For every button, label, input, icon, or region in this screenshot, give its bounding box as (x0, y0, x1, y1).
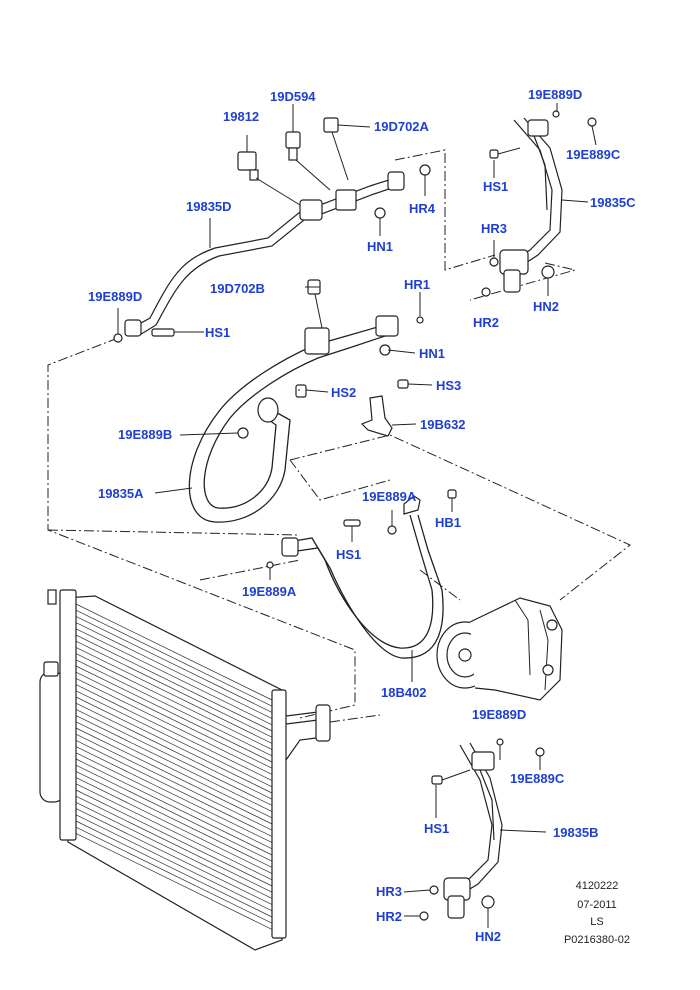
condenser-fin (75, 820, 273, 918)
condenser-fin (75, 709, 273, 806)
condenser-fin (75, 783, 273, 881)
condenser-fin (75, 764, 273, 862)
condenser-fin (75, 702, 273, 800)
condenser-fin (75, 727, 273, 825)
condenser-fin (75, 609, 273, 707)
footer-initials: LS (590, 916, 604, 928)
condenser-fin (75, 647, 273, 744)
label-19E889D-left: 19E889D (88, 289, 143, 304)
condenser-fin (75, 802, 273, 899)
sensor-19812 (237, 135, 301, 206)
label-18B402: 18B402 (381, 685, 427, 700)
valve-cap-19D702A (323, 117, 371, 181)
label-HR2-bottom-right: HR2 (376, 909, 403, 924)
discharge-hose-19835A (154, 279, 424, 523)
label-HR2-top-right: HR2 (473, 315, 500, 330)
condenser-fin (75, 634, 273, 732)
footer-reference: P0216380-02 (563, 934, 631, 946)
suction-pipe-19835D (124, 171, 405, 337)
condenser-fin (75, 758, 273, 856)
condenser-fin (75, 740, 273, 837)
label-19835D: 19835D (186, 199, 232, 214)
condenser-fin (75, 696, 273, 794)
leader-lines (292, 103, 597, 391)
label-HS3: HS3 (436, 378, 462, 393)
compressor (436, 597, 563, 701)
condenser-fin (75, 653, 273, 750)
condenser (39, 589, 331, 951)
bracket-19B632 (360, 379, 433, 437)
condenser-fin (75, 616, 273, 713)
condenser-fin (75, 678, 273, 775)
condenser-fin (75, 721, 273, 819)
label-19E889C-bottom-right: 19E889C (510, 771, 565, 786)
condenser-fin (75, 746, 273, 843)
label-HS1-top-right: HS1 (483, 179, 509, 194)
label-19E889A-top: 19E889A (362, 489, 417, 504)
footer-code: 4120222 (575, 880, 619, 892)
label-19812: 19812 (223, 109, 260, 124)
label-19E889B: 19E889B (118, 427, 173, 442)
label-HS1-bottom-right: HS1 (424, 821, 450, 836)
label-19E889D-bottom-right: 19E889D (472, 707, 527, 722)
pressure-switch-19D594 (285, 131, 331, 191)
label-HN1-top: HN1 (367, 239, 394, 254)
condenser-fin (75, 659, 273, 757)
condenser-fin (75, 752, 273, 850)
condenser-fin (75, 603, 273, 701)
label-19D702B: 19D702B (210, 281, 265, 296)
label-HN2-top-right: HN2 (533, 299, 560, 314)
condenser-fin (75, 814, 273, 912)
label-HN1-mid: HN1 (419, 346, 446, 361)
condenser-fin (75, 808, 273, 905)
condenser-fin (75, 833, 273, 930)
label-19835B: 19835B (553, 825, 599, 840)
label-19B632: 19B632 (420, 417, 466, 432)
condenser-fin (75, 826, 273, 924)
condenser-fin (75, 622, 273, 719)
label-HR4: HR4 (409, 201, 436, 216)
pipe-19835C (481, 110, 597, 297)
label-19835C: 19835C (590, 195, 636, 210)
label-HR1: HR1 (404, 277, 431, 292)
label-HS1-left: HS1 (205, 325, 231, 340)
condenser-fin (75, 684, 273, 781)
label-19D594: 19D594 (270, 89, 316, 104)
condenser-fin (75, 733, 273, 831)
label-HR3-bottom-right: HR3 (376, 884, 403, 899)
condenser-fin (75, 671, 273, 769)
fasteners-top-left (113, 164, 431, 343)
condenser-fin (75, 715, 273, 812)
condenser-fin (75, 640, 273, 738)
pipe-19835B (403, 738, 547, 928)
condenser-fin (75, 628, 273, 726)
label-19D702A: 19D702A (374, 119, 429, 134)
label-HS1-mid: HS1 (336, 547, 362, 562)
condenser-fin (75, 771, 273, 868)
footer-date: 07-2011 (577, 899, 617, 911)
hose-18B402 (266, 489, 457, 682)
condenser-fin (75, 690, 273, 788)
condenser-fin (75, 795, 273, 893)
label-HB1: HB1 (435, 515, 462, 530)
condenser-fin (75, 665, 273, 763)
label-HR3-top-right: HR3 (481, 221, 508, 236)
label-19835A: 19835A (98, 486, 144, 501)
label-19E889D-top-right: 19E889D (528, 87, 583, 102)
label-HS2: HS2 (331, 385, 357, 400)
label-19E889A-left: 19E889A (242, 584, 297, 599)
label-HN2-bottom-right: HN2 (475, 929, 502, 944)
condenser-fin (75, 777, 273, 874)
label-19E889C-top-right: 19E889C (566, 147, 621, 162)
condenser-fin (75, 789, 273, 887)
